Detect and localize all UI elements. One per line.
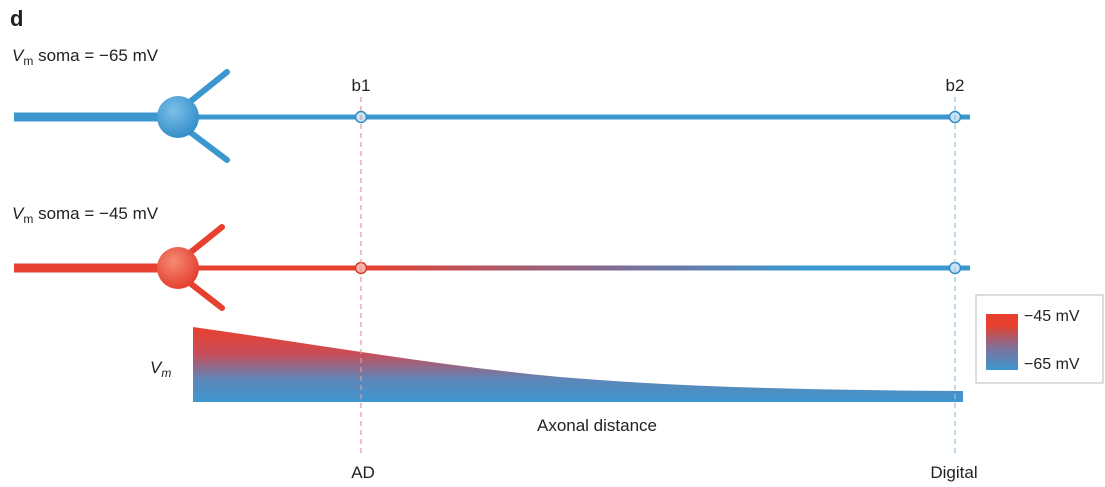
vm-axis-label: Vm — [150, 358, 171, 380]
digital-label: Digital — [930, 463, 977, 482]
panel-label: d — [10, 6, 23, 31]
row2-label: Vm soma = −45 mV — [12, 204, 159, 226]
bouton-b1-label: b1 — [352, 76, 371, 95]
dendrite-upper-2 — [183, 224, 225, 259]
soma-depolarized — [157, 247, 199, 289]
x-axis-label: Axonal distance — [537, 416, 657, 435]
legend-low-label: −65 mV — [1024, 356, 1080, 373]
neuron-resting — [14, 69, 970, 163]
axon-depolarized — [190, 265, 970, 271]
row1-label: Vm soma = −65 mV — [12, 46, 159, 68]
legend-color-bar — [986, 314, 1018, 370]
legend: −45 mV −65 mV — [975, 294, 1104, 384]
legend-high-label: −45 mV — [1024, 308, 1080, 325]
ad-label: AD — [351, 463, 375, 482]
dendrite-lower — [183, 126, 230, 163]
vm-decay-area — [193, 327, 963, 402]
dendrite-upper — [183, 69, 230, 108]
soma-resting — [157, 96, 199, 138]
dendrite-lower-2 — [183, 277, 225, 311]
bouton-b2-label: b2 — [946, 76, 965, 95]
neuron-depolarized — [14, 224, 970, 311]
